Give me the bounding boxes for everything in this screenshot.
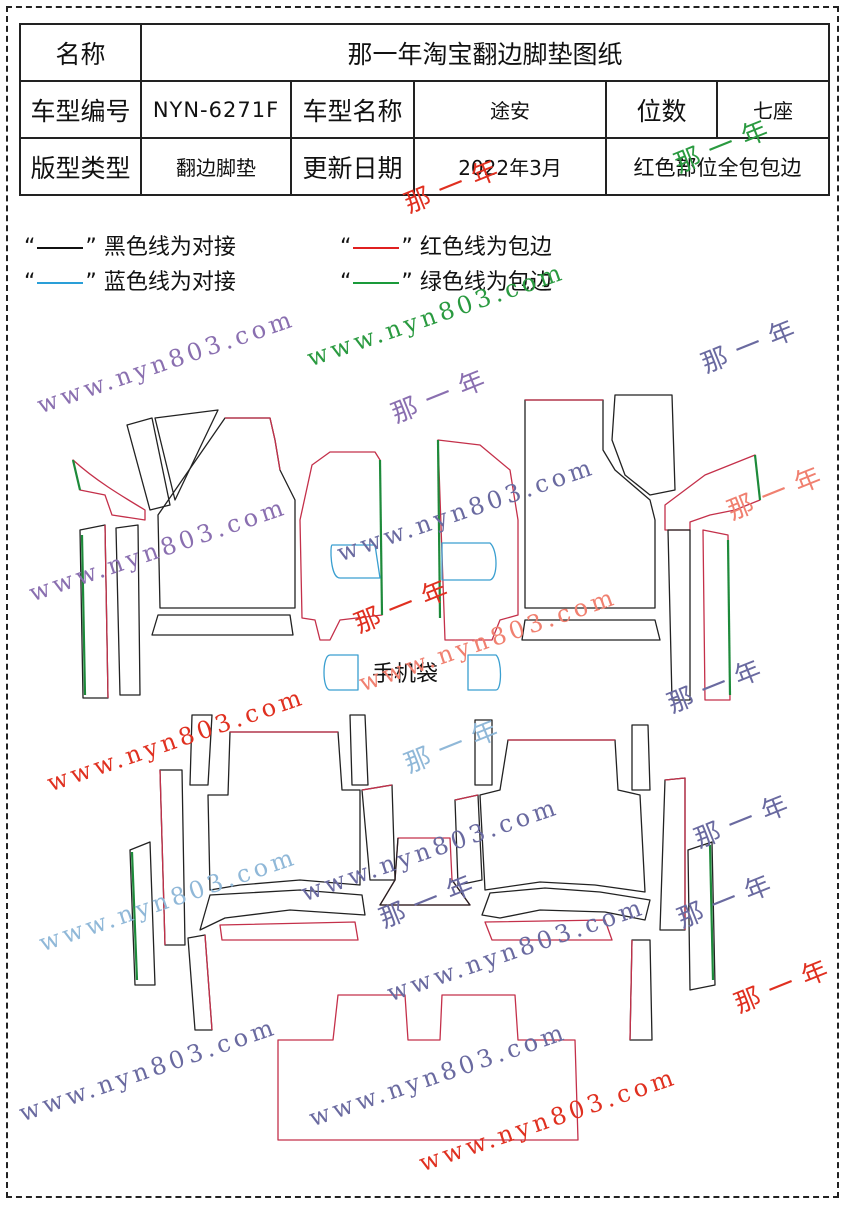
phone-pocket-label: 手机袋 [372,662,439,687]
quote-close: ” [401,270,413,295]
pattern-piece [702,529,731,701]
pattern-edge [104,524,109,699]
pattern-edge [361,784,393,791]
pattern-piece [115,524,141,696]
pattern-piece [277,994,579,1141]
update-date: 2022年3月 [413,137,607,196]
legend-text: 黑色线为对接 [103,235,236,260]
pattern-piece [207,731,361,891]
legend-text: 绿色线为包边 [419,270,552,295]
update-label: 更新日期 [290,137,415,196]
pattern-piece [524,399,656,609]
legend-item-red: “ ” 红色线为包边 [340,229,552,261]
pattern-piece [199,889,366,931]
pattern-edge [71,459,82,491]
pattern-edge [629,939,633,1041]
seats-value: 七座 [715,80,831,139]
pocket-outline [441,542,497,581]
page-frame [6,6,839,1198]
red-line-swatch [353,247,400,249]
table-row: 版型类型 翻边脚垫 更新日期 2022年3月 红色部位全包包边 [19,137,831,196]
quote-open: “ [24,235,36,260]
pattern-piece [484,919,613,941]
legend-text: 蓝色线为对接 [103,270,236,295]
pattern-piece [667,529,691,701]
model-code: NYN-6271F [140,80,292,139]
pattern-piece [349,714,369,786]
pattern-piece [437,439,519,641]
pattern-piece [299,451,383,641]
blue-line-swatch [37,282,84,284]
pattern-piece [474,719,493,786]
black-line-swatch [37,247,84,249]
legend-text: 红色线为包边 [419,235,552,260]
pattern-edge [664,777,686,930]
pattern-piece [479,739,646,893]
pattern-piece [611,394,676,496]
legend-item-green: “ ” 绿色线为包边 [340,264,552,296]
pattern-piece [629,939,653,1041]
pattern-piece [72,459,146,521]
pattern-piece [129,841,156,986]
quote-close: ” [401,235,413,260]
pattern-edge [159,769,166,946]
quote-open: “ [24,270,36,295]
model-code-label: 车型编号 [19,80,142,139]
pattern-edge [436,439,442,619]
legend-item-black: “ ” 黑色线为对接 [24,229,236,261]
pocket-outline [323,654,359,691]
legend-item-blue: “ ” 蓝色线为对接 [24,264,236,296]
pattern-piece [189,714,213,786]
pattern-edge [708,844,715,981]
quote-open: “ [340,270,352,295]
pocket-outline [467,654,502,691]
green-line-swatch [353,282,400,284]
pattern-edge [130,851,139,981]
quote-close: ” [85,270,97,295]
table-row: 名称 那一年淘宝翻边脚垫图纸 [19,23,831,82]
pattern-edge [378,459,384,616]
pattern-edge [454,794,479,801]
seats-label: 位数 [605,80,718,139]
pattern-edge [379,837,471,906]
note: 红色部位全包包边 [604,137,831,196]
quote-open: “ [340,235,352,260]
pattern-piece [631,724,651,791]
pattern-edge [726,539,732,696]
info-table: 名称 那一年淘宝翻边脚垫图纸 车型编号 NYN-6271F 车型名称 途安 位数… [19,23,831,196]
pattern-edge [204,934,213,1031]
pocket-outline [330,544,381,579]
quote-close: ” [85,235,97,260]
pattern-piece [219,921,359,941]
pattern-type-label: 版型类型 [19,137,142,196]
pattern-piece [151,614,294,636]
table-row: 车型编号 NYN-6271F 车型名称 途安 位数 七座 [19,80,831,139]
pattern-piece [687,841,716,991]
pattern-edge [80,534,87,696]
pattern-edge [753,454,762,501]
pattern-piece [126,417,171,511]
model-name: 途安 [413,80,607,139]
pattern-piece [481,887,651,921]
pattern-edge [225,417,281,471]
pattern-type: 翻边脚垫 [140,137,292,196]
model-name-label: 车型名称 [290,80,415,139]
pattern-piece [154,409,219,501]
name-label: 名称 [19,23,142,82]
pattern-piece [521,619,661,641]
document-title: 那一年淘宝翻边脚垫图纸 [139,23,831,82]
